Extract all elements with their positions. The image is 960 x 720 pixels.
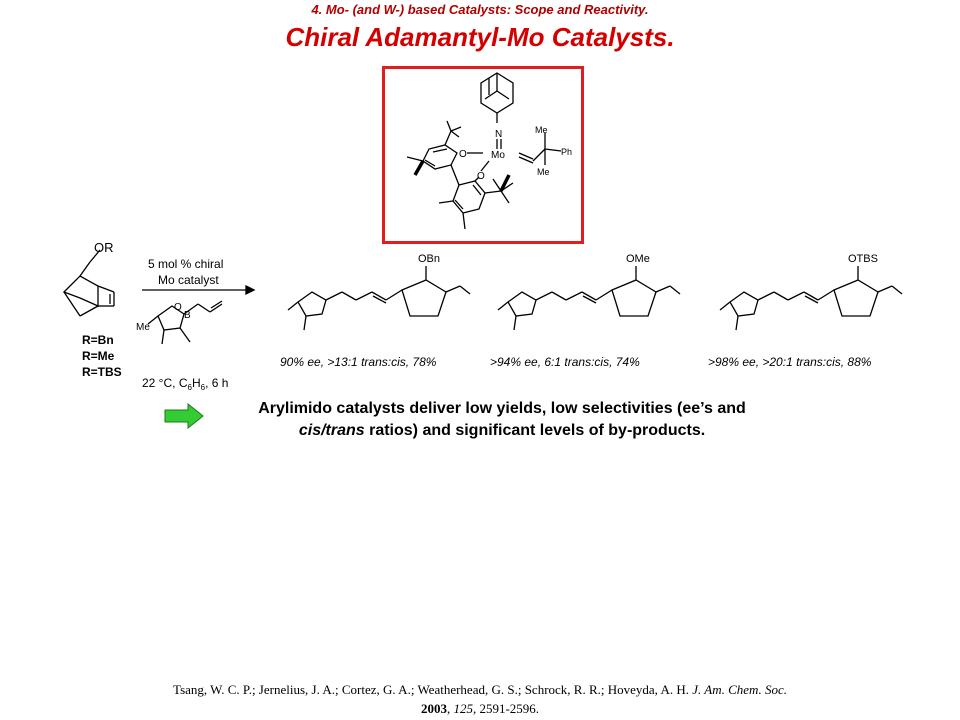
conditions-h: H [192, 376, 201, 390]
reference-journal: J. Am. Chem. Soc. [692, 682, 787, 697]
reference-volume: 125 [453, 701, 473, 716]
slide-title: Chiral Adamantyl-Mo Catalysts. [285, 22, 675, 52]
slide-subtitle: 4. Mo- (and W-) based Catalysts: Scope a… [311, 2, 649, 17]
reference-year: 2003 [420, 701, 447, 716]
reference-pages: , 2591-2596. [472, 701, 540, 716]
catalyst-atom-o1: O [459, 149, 467, 160]
substrate-or-label: OR [94, 240, 114, 255]
product-1: OBn 90% ee, >13:1 trans:cis, 78% [280, 253, 471, 369]
catalyst-atom-o2: O [477, 171, 485, 182]
catalyst-atom-n: N [495, 129, 502, 140]
product-2-group: OMe [626, 253, 650, 265]
product-2-result: >94% ee, 6:1 trans:cis, 74% [490, 355, 640, 369]
product-1-result: 90% ee, >13:1 trans:cis, 78% [280, 355, 437, 369]
catalyst-atom-ph: Ph [561, 147, 572, 157]
reagent-atom-me: Me [136, 322, 150, 333]
conditions-temp: 22 °C, C [142, 376, 188, 390]
catalyst-atom-me1: Me [535, 125, 548, 135]
reference-authors: Tsang, W. C. P.; Jernelius, J. A.; Corte… [173, 682, 693, 697]
reference-line-1: Tsang, W. C. P.; Jernelius, J. A.; Corte… [0, 680, 960, 699]
product-2: OMe >94% ee, 6:1 trans:cis, 74% [490, 253, 681, 369]
catalyst-structure-drawing: N Mo O O Me Me Ph [406, 72, 572, 230]
catalyst-structure-box: N Mo O O Me Me Ph [382, 66, 584, 244]
product-3: OTBS >98% ee, >20:1 trans:cis, 88% [708, 253, 903, 369]
product-1-group: OBn [418, 253, 440, 265]
catalyst-atom-mo: Mo [491, 150, 505, 161]
reaction-scheme-drawing: OR R=Bn R=Me R=TBS 5 mol % chiral Mo cat… [62, 240, 903, 392]
reagent-line-1: 5 mol % chiral [148, 257, 223, 271]
r-group-tbs: R=TBS [82, 365, 122, 379]
reagent-line-2: Mo catalyst [158, 273, 219, 287]
reagent-atom-b: B [184, 310, 191, 321]
reaction-scheme: OR R=Bn R=Me R=TBS 5 mol % chiral Mo cat… [50, 232, 920, 392]
product-3-group: OTBS [848, 253, 878, 265]
r-group-bn: R=Bn [82, 333, 114, 347]
green-arrow-icon [164, 403, 204, 429]
conclusion-line-2-rest: ratios) and significant levels of by-pro… [364, 422, 706, 439]
reference-line-2: 2003, 125, 2591-2596. [420, 701, 540, 716]
conclusion-line-1: Arylimido catalysts deliver low yields, … [258, 400, 746, 417]
conditions-time: , 6 h [205, 376, 228, 390]
product-3-result: >98% ee, >20:1 trans:cis, 88% [708, 355, 872, 369]
reagent-atom-o: O [174, 302, 182, 313]
conclusion-cis-trans: cis/trans [298, 422, 365, 439]
conditions-sub2: 6 [201, 383, 206, 392]
conclusion-line-2: cis/trans ratios) and significant levels… [212, 420, 792, 442]
conclusion-text: Arylimido catalysts deliver low yields, … [212, 398, 792, 442]
reaction-conditions: 22 °C, C6H6, 6 h [142, 376, 228, 392]
conditions-sub1: 6 [187, 383, 192, 392]
catalyst-atom-me2: Me [537, 167, 550, 177]
norbornene-ring [62, 275, 99, 308]
r-group-me: R=Me [82, 349, 115, 363]
reference-citation: Tsang, W. C. P.; Jernelius, J. A.; Corte… [0, 680, 960, 718]
